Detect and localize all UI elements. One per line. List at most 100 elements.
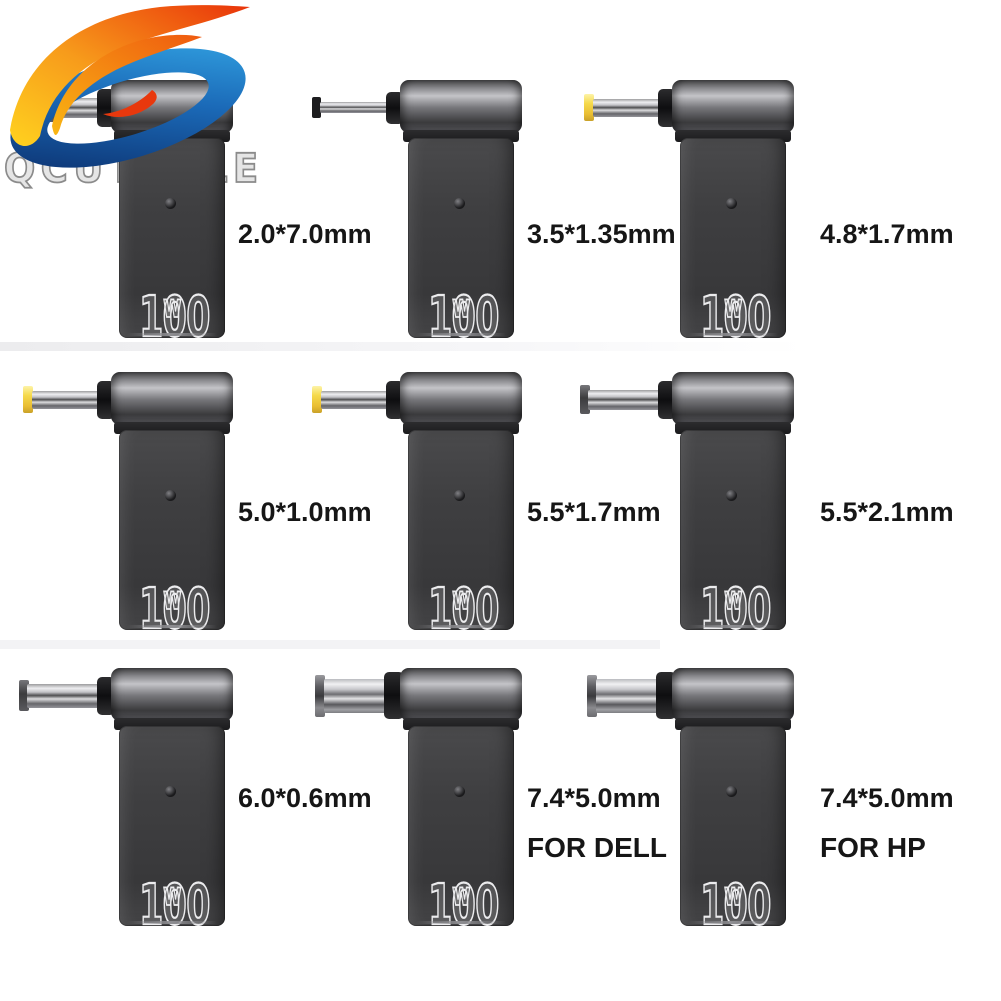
spec-label: 5.0*1.0mm <box>238 496 372 528</box>
compatibility-text: FOR DELL <box>527 832 667 864</box>
connector-tip-cap <box>584 94 594 121</box>
power-unit: w <box>163 579 182 617</box>
spec-label: 7.4*5.0mm FOR HP <box>820 782 954 865</box>
power-unit: w <box>452 875 471 913</box>
power-unit: w <box>724 579 743 617</box>
spec-label: 4.8*1.7mm <box>820 218 954 250</box>
connector-pin <box>321 391 400 409</box>
tip-size-text: 5.0*1.0mm <box>238 497 372 527</box>
adapter-barrel <box>111 372 233 425</box>
adapter-barrel <box>111 80 233 133</box>
power-unit: w <box>163 875 182 913</box>
row-divider <box>0 342 806 351</box>
adapter-barrel <box>672 80 794 133</box>
connector-base <box>97 677 115 715</box>
power-value: 100 <box>427 577 500 642</box>
adapter-barrel <box>400 668 522 721</box>
connector-tip-cap <box>312 386 322 413</box>
adapter-barrel <box>400 80 522 133</box>
adapter-barrel <box>111 668 233 721</box>
tip-size-text: 5.5*2.1mm <box>820 497 954 527</box>
connector-tip-cap <box>312 97 321 118</box>
screw-hole <box>165 490 176 501</box>
screw-hole <box>726 198 737 209</box>
power-value: 100 <box>138 285 211 350</box>
tip-size-text: 4.8*1.7mm <box>820 219 954 249</box>
tip-size-text: 3.5*1.35mm <box>527 219 676 249</box>
power-value: 100 <box>699 285 772 350</box>
power-unit: w <box>724 875 743 913</box>
power-unit: w <box>163 287 182 325</box>
screw-hole <box>454 786 465 797</box>
connector-tip-cap <box>580 385 590 414</box>
tip-size-text: 5.5*1.7mm <box>527 497 661 527</box>
connector-tip-cap <box>23 386 33 413</box>
spec-label: 5.5*1.7mm <box>527 496 661 528</box>
connector-pin <box>593 99 672 117</box>
connector-base <box>658 89 676 127</box>
screw-hole <box>165 786 176 797</box>
connector-base <box>386 381 404 419</box>
power-value: 100 <box>427 873 500 938</box>
power-unit: w <box>452 579 471 617</box>
power-unit: w <box>452 287 471 325</box>
connector-tip-cap <box>587 675 597 717</box>
spec-label: 7.4*5.0mm FOR DELL <box>527 782 667 865</box>
tip-size-text: 7.4*5.0mm <box>820 783 954 813</box>
spec-label: 3.5*1.35mm <box>527 218 676 250</box>
connector-base <box>386 92 404 124</box>
power-value: 100 <box>427 285 500 350</box>
connector-pin <box>588 390 672 410</box>
power-value: 100 <box>699 873 772 938</box>
connector-base <box>97 381 115 419</box>
connector-tip-cap <box>315 675 325 717</box>
compatibility-text: FOR HP <box>820 832 926 864</box>
screw-hole <box>454 198 465 209</box>
screw-hole <box>726 490 737 501</box>
adapter-barrel <box>672 372 794 425</box>
connector-pin <box>320 102 400 113</box>
tip-size-text: 7.4*5.0mm <box>527 783 661 813</box>
power-value: 100 <box>138 577 211 642</box>
adapter-barrel <box>400 372 522 425</box>
spec-label: 5.5*2.1mm <box>820 496 954 528</box>
screw-hole <box>454 490 465 501</box>
connector-tip-cap <box>19 680 29 711</box>
power-value: 100 <box>138 873 211 938</box>
power-unit: w <box>724 287 743 325</box>
spec-label: 6.0*0.6mm <box>238 782 372 814</box>
connector-pin <box>32 391 111 409</box>
power-value: 100 <box>699 577 772 642</box>
adapter-barrel <box>672 668 794 721</box>
screw-hole <box>726 786 737 797</box>
connector-base <box>656 672 676 719</box>
connector-base <box>384 672 404 719</box>
tip-size-text: 6.0*0.6mm <box>238 783 372 813</box>
